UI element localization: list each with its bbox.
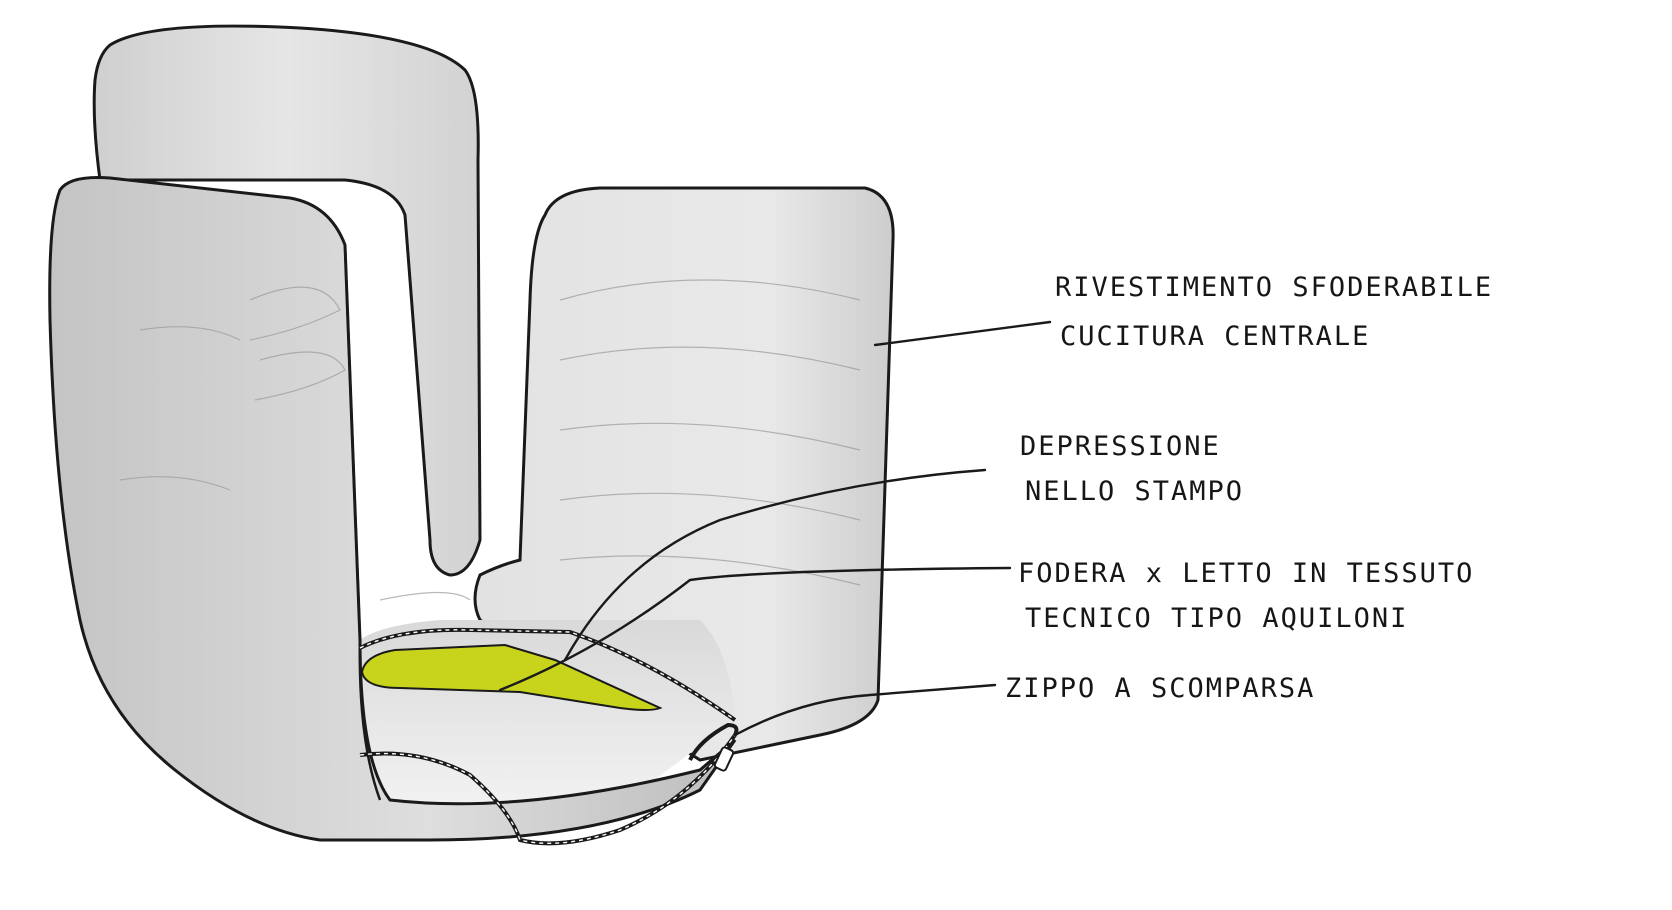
left-panel-inner-edge xyxy=(343,244,382,801)
leader-depression xyxy=(563,468,987,662)
top-seam-stitch xyxy=(359,629,736,721)
back-panel xyxy=(92,24,482,577)
lining-fabric xyxy=(360,643,663,711)
label-depression-line1: DEPRESSIONE xyxy=(1020,431,1221,462)
zipper-teeth xyxy=(359,734,736,845)
right-panel xyxy=(473,186,895,762)
leader-zipper xyxy=(733,683,997,737)
label-lining-line2: TECNICO TIPO AQUILONI xyxy=(1025,603,1408,634)
label-zipper: ZIPPO A SCOMPARSA xyxy=(1005,673,1315,704)
label-cover-line1: RIVESTIMENTO SFODERABILE xyxy=(1055,272,1493,303)
label-depression-line2: NELLO STAMPO xyxy=(1025,476,1244,507)
leader-cover xyxy=(873,320,1052,347)
label-cover-line2: CUCITURA CENTRALE xyxy=(1060,321,1370,352)
zipper-pull xyxy=(713,746,735,772)
label-lining-line1: FODERA x LETTO IN TESSUTO xyxy=(1018,558,1474,589)
leader-lining xyxy=(498,566,1012,692)
hatching xyxy=(119,279,861,601)
